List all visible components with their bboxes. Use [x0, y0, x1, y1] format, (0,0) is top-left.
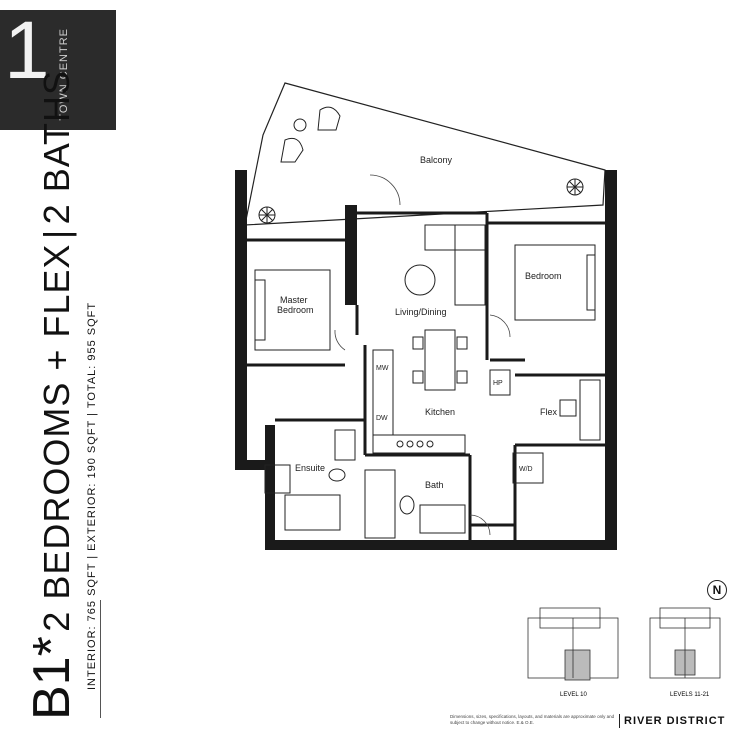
- hp-closet: [489, 369, 511, 396]
- kitchen-counters: [372, 349, 466, 454]
- plant-icon: [258, 178, 584, 224]
- ensuite-fixtures: [264, 429, 356, 531]
- balcony-chairs: [280, 106, 341, 163]
- room-label-master-1: Master: [280, 295, 308, 305]
- label-hp: HP: [493, 380, 503, 387]
- balcony-outline: [244, 82, 606, 226]
- room-label-bath: Bath: [425, 480, 444, 490]
- room-label-bedroom: Bedroom: [525, 271, 562, 281]
- flex-desk: [559, 379, 601, 441]
- unit-baths: 2 BATHS: [36, 69, 77, 225]
- label-dw: DW: [376, 415, 388, 422]
- logo-digit: 1: [4, 5, 50, 96]
- side-divider: [100, 600, 101, 718]
- washer-dryer: [512, 452, 544, 484]
- unit-title: B1* 2 BEDROOMS + FLEX | 2 BATHS: [22, 70, 82, 720]
- keyplan-level-10: [527, 607, 619, 681]
- exterior-walls: [235, 170, 617, 550]
- room-label-ensuite: Ensuite: [295, 463, 325, 473]
- title-divider: |: [36, 228, 77, 240]
- disclaimer: Dimensions, sizes, specifications, layou…: [450, 714, 615, 725]
- room-label-kitchen: Kitchen: [425, 407, 455, 417]
- coffee-table: [404, 264, 436, 296]
- floor-plan: Balcony Master Bedroom Bedroom Living/Di…: [235, 82, 617, 550]
- room-label-balcony: Balcony: [420, 155, 453, 165]
- developer-logo: 1 TOWN CENTRE: [0, 10, 116, 130]
- compass-label: N: [712, 583, 722, 597]
- interior-walls: [247, 211, 605, 540]
- unit-code: B1*: [23, 636, 81, 720]
- brand-name: RIVER DISTRICT: [624, 715, 726, 727]
- room-label-living: Living/Dining: [395, 307, 447, 317]
- key-plans: LEVEL 10 LEVELS 11-21: [527, 607, 721, 698]
- unit-areas: INTERIOR: 765 SQFT | EXTERIOR: 190 SQFT …: [86, 301, 98, 690]
- door-swings: [334, 174, 511, 536]
- label-wd: W/D: [519, 466, 533, 473]
- master-bed: [254, 269, 331, 351]
- keyplan-label-level-10: LEVEL 10: [560, 692, 587, 698]
- label-mw: MW: [376, 365, 389, 372]
- bath-fixtures: [364, 469, 466, 539]
- room-label-master-2: Bedroom: [277, 305, 314, 315]
- compass-icon: N: [707, 580, 727, 600]
- room-label-flex: Flex: [540, 407, 558, 417]
- dining-table: [412, 329, 468, 391]
- keyplan-level-11-21: [649, 607, 721, 679]
- brand-divider: [619, 714, 620, 728]
- sofa: [424, 224, 486, 306]
- bedroom-bed: [514, 244, 596, 321]
- keyplan-label-levels-11-21: LEVELS 11-21: [670, 692, 710, 698]
- unit-bedrooms: 2 BEDROOMS + FLEX: [36, 243, 77, 632]
